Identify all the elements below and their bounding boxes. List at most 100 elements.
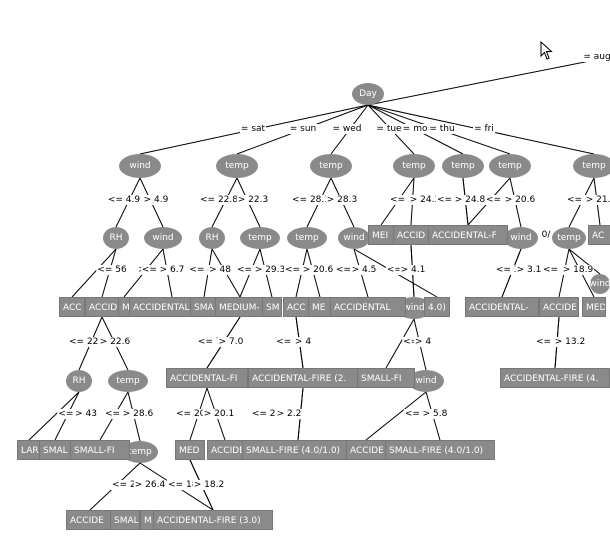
tree-edge-46	[385, 318, 415, 369]
tree-leaf-16[interactable]: ACCIDE	[539, 297, 579, 317]
edge-label-57: <= 2.2	[250, 409, 286, 419]
edge-label-63: <= 18.2	[167, 480, 207, 490]
edge-label-8: <= 4.9	[106, 195, 142, 205]
tree-node-temp-5[interactable]: temp	[442, 154, 484, 178]
tree-leaf-21[interactable]: ACCIDENTAL-FIRE (4.	[500, 368, 610, 388]
tree-leaf-0[interactable]: MEI	[368, 225, 394, 245]
edge-label-4: = tue	[375, 124, 403, 134]
tree-leaf-10[interactable]: SM	[262, 297, 282, 317]
edge-label-26: <= 48	[188, 265, 220, 275]
tree-edge-59	[365, 391, 427, 441]
tree-leaf-5[interactable]: ACCID	[85, 297, 119, 317]
edge-label-56: > 20.1	[202, 409, 236, 419]
tree-leaf-23[interactable]: SMAL	[39, 440, 71, 460]
tree-leaf-28[interactable]: ACCIDE	[346, 440, 386, 460]
tree-leaf-14[interactable]: 4.0)	[424, 297, 450, 317]
tree-leaf-17[interactable]: MED	[582, 297, 606, 317]
edge-label-44: <= 4	[275, 337, 301, 347]
tree-leaf-8[interactable]: SMA	[190, 297, 218, 317]
tree-node-temp-12[interactable]: temp	[287, 227, 327, 249]
tree-leaf-11[interactable]: ACC	[283, 297, 309, 317]
edge-label-10: <= 22.8	[199, 195, 239, 205]
edge-label-62: > 26.4	[133, 480, 167, 490]
tree-leaf-22[interactable]: LAR	[17, 440, 41, 460]
edge-label-51: <= 43	[57, 409, 89, 419]
edge-label-11: > 22.3	[236, 195, 270, 205]
edge-label-50: 0/	[540, 230, 552, 240]
tree-leaf-31[interactable]: SMAL	[110, 510, 140, 530]
edge-label-15: > 24.3	[408, 195, 442, 205]
edge-label-35: > 4.1	[399, 265, 427, 275]
tree-leaf-27[interactable]: SMALL-FIRE (4.0/1.0)	[242, 440, 354, 460]
tree-node-temp-17[interactable]: temp	[108, 370, 148, 392]
edge-label-31: > 20.6	[301, 265, 335, 275]
tree-leaf-32[interactable]: M	[140, 510, 154, 530]
edge-label-55: <= 20.1	[175, 409, 215, 419]
tree-leaf-9[interactable]: MEDIUM-	[215, 297, 265, 317]
edge-label-42: <= 7.0	[196, 337, 232, 347]
tree-node-wind-14[interactable]: wind	[504, 227, 538, 249]
edge-label-27: > 48	[208, 265, 232, 275]
edge-label-24: <= 6.8	[140, 265, 176, 275]
tree-leaf-15[interactable]: ACCIDENTAL-	[465, 297, 539, 317]
edge-label-60: > 5.8	[421, 409, 449, 419]
edge-label-25: > 6.7	[158, 265, 186, 275]
edge-label-9: > 4.9	[142, 195, 170, 205]
tree-leaf-30[interactable]: ACCIDE	[66, 510, 114, 530]
edge-label-3: = wed	[331, 124, 363, 134]
edge-label-64: > 18.2	[192, 480, 226, 490]
edge-label-58: > 2.2	[275, 409, 303, 419]
tree-leaf-29[interactable]: SMALL-FIRE (4.0/1.0)	[385, 440, 495, 460]
tree-leaf-33[interactable]: ACCIDENTAL-FIRE (3.0)	[153, 510, 273, 530]
edge-label-7: = fri	[473, 124, 495, 134]
tree-leaf-4[interactable]: ACC	[59, 297, 85, 317]
edge-label-1: = sat	[239, 124, 267, 134]
tree-node-temp-20[interactable]: temp	[122, 441, 158, 463]
tree-edge-51	[28, 391, 80, 441]
tree-leaf-3[interactable]: AC	[588, 225, 610, 245]
edge-label-22: <= 56	[96, 265, 128, 275]
tree-node-wind-1[interactable]: wind	[119, 154, 161, 178]
tree-leaf-25[interactable]: MED	[175, 440, 205, 460]
tree-node-temp-2[interactable]: temp	[216, 154, 258, 178]
tree-node-rh-10[interactable]: RH	[199, 227, 225, 249]
tree-leaf-1[interactable]: ACCID	[393, 225, 429, 245]
edge-label-52: > 43	[74, 409, 98, 419]
tree-leaf-19[interactable]: ACCIDENTAL-FIRE (2.	[248, 368, 358, 388]
edge-label-36: <= 3.1	[494, 265, 530, 275]
edge-label-21: > 21.9	[584, 195, 610, 205]
tree-node-day-0[interactable]: Day	[352, 83, 384, 105]
mouse-pointer-icon	[540, 41, 553, 60]
edge-label-12: <= 28.3	[291, 195, 331, 205]
tree-leaf-18[interactable]: ACCIDENTAL-FI	[166, 368, 248, 388]
edge-label-2: = sun	[288, 124, 318, 134]
tree-leaf-12[interactable]: ME	[308, 297, 332, 317]
tree-node-temp-6[interactable]: temp	[489, 154, 531, 178]
tree-node-temp-15[interactable]: temp	[552, 227, 586, 249]
edge-label-39: > 18.9	[561, 265, 595, 275]
tree-node-wind-21[interactable]: wind	[589, 274, 610, 294]
tree-leaf-26[interactable]: ACCIDE	[207, 440, 243, 460]
tree-node-rh-8[interactable]: RH	[103, 227, 129, 249]
edge-label-40: <= 22.6	[68, 337, 108, 347]
edge-label-45: > 4	[293, 337, 313, 347]
tree-node-wind-13[interactable]: wind	[338, 227, 370, 249]
tree-node-rh-16[interactable]: RH	[66, 370, 92, 392]
edge-label-37: > 3.1	[515, 265, 543, 275]
tree-node-temp-7[interactable]: temp	[573, 154, 610, 178]
tree-leaf-13[interactable]: ACCIDENTAL	[330, 297, 406, 317]
tree-node-wind-19[interactable]: wind	[408, 370, 444, 392]
tree-leaf-24[interactable]: SMALL-FI	[70, 440, 130, 460]
tree-leaf-20[interactable]: SMALL-FI	[357, 368, 415, 388]
tree-node-temp-3[interactable]: temp	[310, 154, 352, 178]
edge-label-13: > 28.3	[325, 195, 359, 205]
tree-node-wind-9[interactable]: wind	[144, 227, 182, 249]
tree-node-temp-11[interactable]: temp	[240, 227, 280, 249]
tree-leaf-2[interactable]: ACCIDENTAL-F	[428, 225, 508, 245]
edge-label-19: > 20.6	[503, 195, 537, 205]
tree-edge-22	[71, 248, 117, 298]
tree-edge-7	[367, 56, 610, 106]
tree-node-temp-4[interactable]: temp	[393, 154, 435, 178]
edge-label-61: <= 26.4	[111, 480, 151, 490]
